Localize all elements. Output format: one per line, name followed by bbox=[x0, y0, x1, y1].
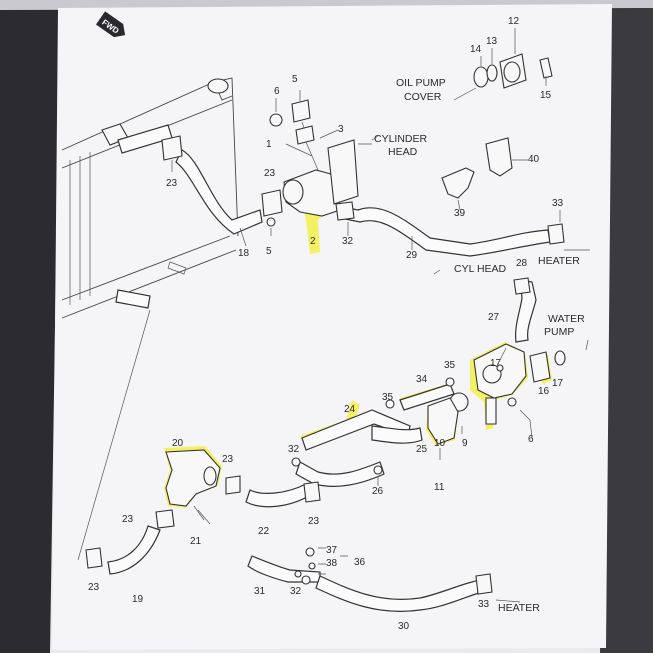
hose-29 bbox=[337, 205, 551, 257]
part-number-26: 26 bbox=[372, 486, 384, 497]
part-number-37: 37 bbox=[326, 545, 338, 556]
hose-30 bbox=[315, 575, 483, 613]
part-number-18: 18 bbox=[238, 248, 250, 259]
part-number-5: 5 bbox=[292, 74, 298, 85]
part-number-17: 17 bbox=[552, 378, 564, 389]
bracket-40 bbox=[485, 137, 513, 177]
part-number-14: 14 bbox=[470, 44, 482, 55]
callout-heater-top: HEATER bbox=[538, 255, 580, 267]
part-number-35: 35 bbox=[444, 360, 456, 371]
highlight-part-24 bbox=[300, 400, 360, 442]
part-number-23-b: 23 bbox=[264, 168, 276, 179]
part-number-33-b: 33 bbox=[478, 599, 490, 610]
callout-water: WATER bbox=[548, 313, 585, 325]
callout-water-pump: PUMP bbox=[544, 326, 574, 338]
gasket-3 bbox=[327, 139, 359, 205]
pipe-34 bbox=[399, 383, 455, 411]
part-number-35-b: 35 bbox=[382, 392, 394, 403]
part-number-13: 13 bbox=[486, 36, 498, 47]
part-number-17-b: 17 bbox=[490, 358, 502, 369]
part-number-23: 23 bbox=[166, 178, 178, 189]
elbow-16 bbox=[529, 351, 551, 383]
clamp-23-upper bbox=[161, 135, 183, 161]
part-number-2: 2 bbox=[310, 236, 316, 247]
callout-oil-pump: OIL PUMP bbox=[396, 77, 446, 89]
part-number-labels: 1 2 3 5 6 9 10 11 12 13 14 15 16 17 18 1… bbox=[88, 16, 564, 632]
part-number-28: 28 bbox=[516, 258, 528, 269]
part-number-9: 9 bbox=[462, 438, 468, 449]
hose-28 bbox=[515, 279, 537, 343]
part-number-40: 40 bbox=[528, 154, 540, 165]
clip-39 bbox=[441, 167, 475, 199]
o-ring-14 bbox=[473, 66, 489, 88]
part-number-15: 15 bbox=[540, 90, 552, 101]
part-number-23-d: 23 bbox=[122, 514, 134, 525]
part-number-6-b: 6 bbox=[528, 434, 534, 445]
part-number-25: 25 bbox=[416, 444, 428, 455]
part-number-23-f: 23 bbox=[88, 582, 100, 593]
part-number-3: 3 bbox=[338, 124, 344, 135]
part-number-30: 30 bbox=[398, 621, 410, 632]
callout-cylinder: CYLINDER bbox=[374, 133, 428, 145]
part-number-36: 36 bbox=[354, 557, 366, 568]
part-number-32-c: 32 bbox=[290, 586, 302, 597]
part-number-38: 38 bbox=[326, 558, 338, 569]
part-number-24: 24 bbox=[344, 404, 356, 415]
part-number-33: 33 bbox=[552, 198, 564, 209]
part-number-34: 34 bbox=[416, 374, 428, 385]
part-number-32: 32 bbox=[342, 236, 354, 247]
part-number-19: 19 bbox=[132, 594, 144, 605]
part-number-31: 31 bbox=[254, 586, 266, 597]
part-number-12: 12 bbox=[508, 16, 520, 27]
part-number-27: 27 bbox=[488, 312, 500, 323]
part-number-10: 10 bbox=[434, 438, 446, 449]
part-number-29: 29 bbox=[406, 250, 418, 261]
callout-oil-pump-cover: COVER bbox=[404, 91, 442, 103]
part-number-22: 22 bbox=[258, 526, 270, 537]
fitting-20 bbox=[165, 449, 221, 507]
hose-19 bbox=[107, 525, 161, 575]
part-number-20: 20 bbox=[172, 438, 184, 449]
callout-cyl-head: CYL HEAD bbox=[454, 263, 507, 275]
fwd-indicator: FWD bbox=[95, 11, 126, 38]
hose-middle bbox=[295, 461, 385, 487]
part-number-5-b: 5 bbox=[266, 246, 272, 257]
part-number-11: 11 bbox=[434, 482, 445, 493]
o-ring-13 bbox=[486, 64, 498, 82]
part-number-16: 16 bbox=[538, 386, 550, 397]
part-number-1: 1 bbox=[266, 139, 272, 150]
radiator bbox=[61, 77, 239, 561]
callout-cylinder-head: HEAD bbox=[388, 146, 418, 158]
hose-18 bbox=[175, 149, 263, 235]
part-number-6: 6 bbox=[274, 86, 280, 97]
housing-10 bbox=[427, 397, 459, 445]
part-number-21: 21 bbox=[190, 536, 202, 547]
part-number-23-e: 23 bbox=[308, 516, 320, 527]
hose-22 bbox=[245, 483, 313, 508]
callout-heater-bottom: HEATER bbox=[498, 602, 540, 614]
part-number-39: 39 bbox=[454, 208, 466, 219]
part-number-32-b: 32 bbox=[288, 444, 300, 455]
part-number-23-c: 23 bbox=[222, 454, 234, 465]
